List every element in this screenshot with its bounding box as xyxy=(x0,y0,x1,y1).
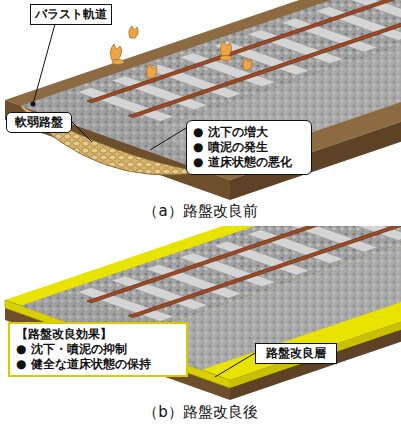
callout-text: バラスト軌道 xyxy=(35,7,107,22)
callout-text: ● 沈下・噴泥の抑制 xyxy=(16,342,180,357)
before-illustration xyxy=(5,0,401,200)
callout-box: 軟弱路盤 xyxy=(6,112,72,133)
figure-caption: （a）路盤改良前 xyxy=(0,202,401,221)
callout-text: ● 沈下の増大 xyxy=(193,125,305,140)
callout-box: 路盤改良層 xyxy=(255,343,337,364)
callout-text: 路盤改良層 xyxy=(260,346,332,361)
callout-text: ● 健全な道床状態の保持 xyxy=(16,357,180,372)
callout-text: 軟弱路盤 xyxy=(11,115,67,130)
callout-text: 【路盤改良効果】 xyxy=(16,327,180,342)
callout-text: ● 噴泥の発生 xyxy=(193,140,305,155)
callout-text: ● 道床状態の悪化 xyxy=(193,155,305,170)
callout-box: バラスト軌道 xyxy=(30,4,112,25)
figure-caption: （b）路盤改良後 xyxy=(0,403,401,422)
after-illustration xyxy=(5,226,401,400)
callout-box: 【路盤改良効果】● 沈下・噴泥の抑制● 健全な道床状態の保持 xyxy=(8,322,188,377)
callout-box: ● 沈下の増大● 噴泥の発生● 道床状態の悪化 xyxy=(186,120,312,175)
